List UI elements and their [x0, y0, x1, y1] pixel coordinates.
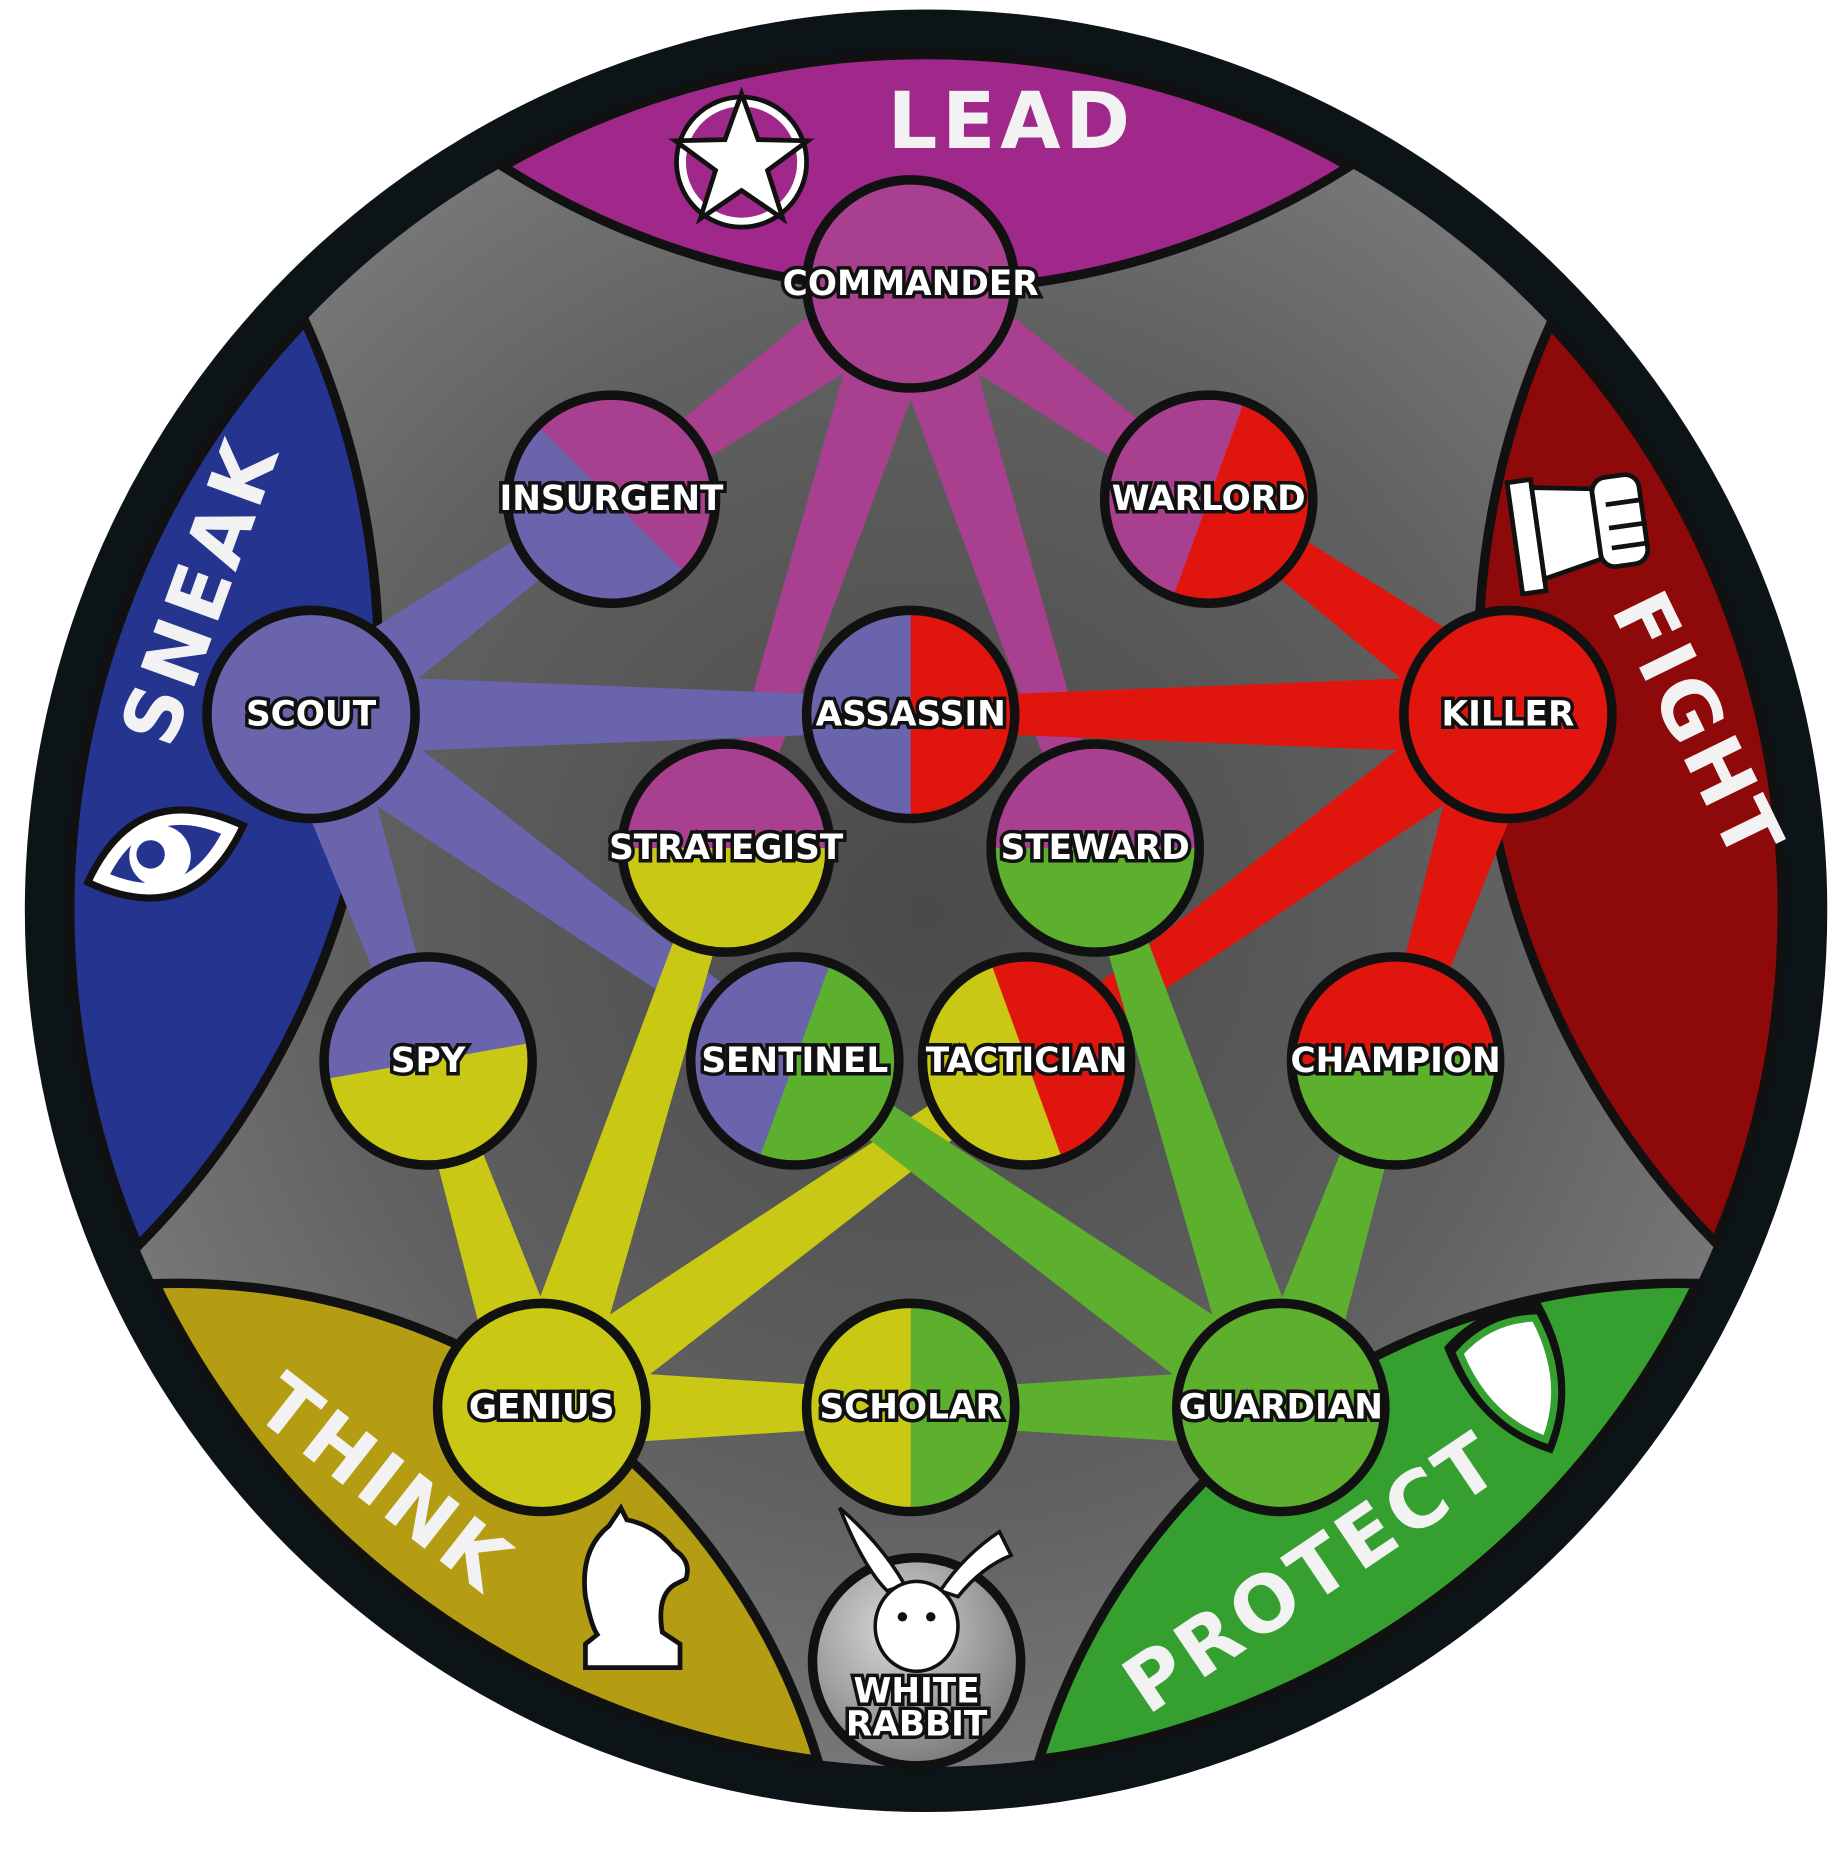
- node-guardian: GUARDIAN: [1172, 1298, 1390, 1517]
- node-outline: [202, 605, 420, 824]
- node-outline: [1099, 390, 1318, 608]
- connector-genius-strategist: [503, 842, 742, 1421]
- node-steward: STEWARD: [986, 739, 1204, 957]
- node-outline: [502, 390, 721, 608]
- white-rabbit-label-line2: RABBIT: [846, 1704, 988, 1744]
- shield-icon: [1444, 1302, 1566, 1454]
- node-genius: GENIUS: [432, 1298, 651, 1517]
- node-outline: [801, 1298, 1020, 1517]
- node-outline: [1286, 952, 1505, 1170]
- node-strategist: STRATEGIST: [606, 739, 847, 957]
- node-label-warlord: WARLORD: [1112, 479, 1306, 519]
- fist-icon: [1504, 472, 1651, 597]
- node-sentinel: SENTINEL: [685, 952, 904, 1170]
- node-half-fill: [806, 610, 911, 819]
- node-half-fill: [537, 395, 716, 573]
- eye-icon: [83, 806, 249, 902]
- node-fill: [806, 179, 1015, 389]
- node-fill: [1176, 1303, 1385, 1512]
- node-outline: [617, 739, 835, 957]
- star-icon: [668, 86, 815, 230]
- category-label-lead: LEAD: [888, 77, 1135, 167]
- node-half-fill: [806, 1303, 911, 1512]
- node-champion: CHAMPION: [1286, 952, 1505, 1170]
- connector-guardian-sentinel: [785, 1047, 1305, 1441]
- node-label-assassin: ASSASSIN: [816, 694, 1006, 734]
- node-label-insurgent: INSURGENT: [499, 479, 724, 519]
- node-tactician: TACTICIAN: [917, 952, 1136, 1170]
- node-fill: [206, 610, 416, 819]
- node-label-tactician: TACTICIAN: [926, 1041, 1128, 1081]
- node-label-genius: GENIUS: [469, 1387, 615, 1427]
- node-assassin: ASSASSIN: [801, 605, 1020, 824]
- node-label-strategist: STRATEGIST: [609, 828, 844, 868]
- node-half-fill: [324, 956, 531, 1080]
- node-outline: [917, 952, 1136, 1170]
- connectors: [272, 251, 1547, 1448]
- node-label-scholar: SCHOLAR: [819, 1387, 1001, 1427]
- node-label-sentinel: SENTINEL: [701, 1041, 888, 1081]
- node-scholar: SCHOLAR: [801, 1298, 1020, 1517]
- rabbit-icon: [838, 1506, 1014, 1673]
- node-scout: SCOUT: [202, 605, 420, 824]
- node-outline: [685, 952, 904, 1170]
- node-label-killer: KILLER: [1442, 694, 1575, 734]
- node-outline: [801, 605, 1020, 824]
- node-half-fill: [922, 963, 1063, 1166]
- white-rabbit-node: WHITE RABBIT: [807, 1506, 1026, 1771]
- connector-scout-assassin: [311, 674, 911, 755]
- node-half-fill: [991, 743, 1200, 849]
- node-label-steward: STEWARD: [1001, 828, 1190, 868]
- node-label-commander: COMMANDER: [783, 264, 1039, 304]
- white-rabbit-label-line1: WHITE: [854, 1671, 980, 1711]
- node-outline: [432, 1298, 651, 1517]
- node-half-fill: [1291, 956, 1500, 1071]
- node-outline: [801, 175, 1020, 393]
- node-spy: SPY: [319, 952, 537, 1170]
- node-outline: [1399, 605, 1617, 824]
- node-outline: [1172, 1298, 1390, 1517]
- node-label-spy: SPY: [391, 1041, 467, 1081]
- class-nodes: COMMANDER INSURGENT WARLORD SCOUT ASSASSIN KI…: [202, 175, 1617, 1517]
- node-killer: KILLER: [1399, 605, 1617, 824]
- node-fill: [437, 1303, 646, 1512]
- node-outline: [986, 739, 1204, 957]
- node-commander: COMMANDER: [779, 175, 1042, 393]
- node-half-fill: [1104, 395, 1245, 597]
- node-label-champion: CHAMPION: [1290, 1041, 1500, 1081]
- node-insurgent: INSURGENT: [496, 390, 728, 608]
- node-warlord: WARLORD: [1099, 390, 1318, 608]
- knight-icon: [582, 1503, 690, 1671]
- node-half-fill: [622, 743, 831, 849]
- node-half-fill: [690, 956, 831, 1159]
- node-label-guardian: GUARDIAN: [1179, 1387, 1383, 1427]
- node-outline: [319, 952, 537, 1170]
- connector-guardian-steward: [1079, 842, 1320, 1421]
- node-label-scout: SCOUT: [246, 694, 377, 734]
- connector-killer-assassin: [910, 674, 1508, 755]
- node-fill: [1403, 610, 1613, 819]
